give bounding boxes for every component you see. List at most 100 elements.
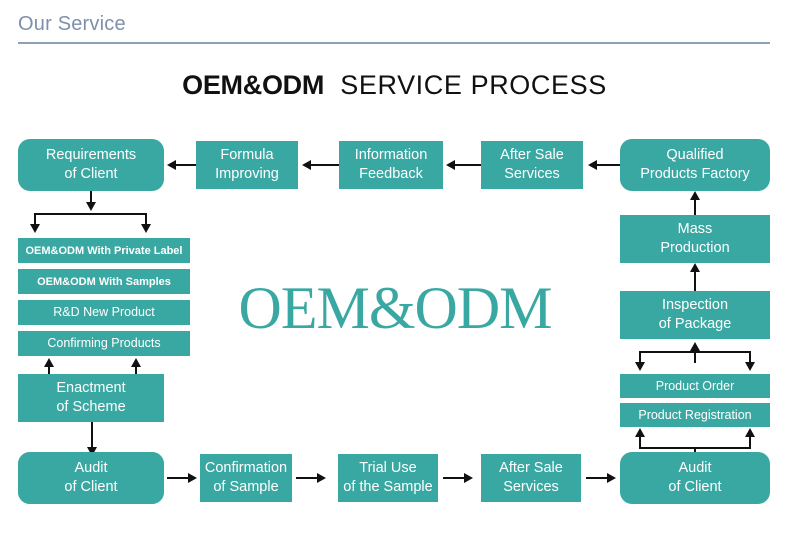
arrow-up-icon (690, 263, 700, 272)
arrow-down-icon (635, 362, 645, 371)
box-line1: Qualified (666, 147, 724, 163)
arrow-up-icon (745, 428, 755, 437)
arrow-right-icon (188, 473, 197, 483)
diagram-title-regular: SERVICE PROCESS (340, 70, 607, 100)
box-label: Product Order (655, 378, 735, 393)
box-line1: Trial Use (359, 460, 417, 476)
page-title: Our Service (18, 13, 126, 35)
box-audit-of-client-bottom-left[interactable]: Audit of Client (18, 452, 164, 504)
arrow-up-icon (44, 358, 54, 367)
box-line2: of Sample (213, 479, 279, 495)
arrow-up-icon (690, 342, 700, 351)
box-confirming-products[interactable]: Confirming Products (18, 331, 190, 356)
box-line1: Formula (220, 147, 274, 163)
connector-right-branch-b (749, 351, 751, 363)
box-line2: of Client (64, 166, 118, 182)
box-line1: Inspection (661, 297, 729, 313)
arrow-right-icon (607, 473, 616, 483)
arrow-left-icon (446, 160, 455, 170)
connector-bottom-3 (443, 477, 465, 479)
diagram-title-bold: OEM&ODM (182, 70, 325, 100)
box-line1: Information (354, 147, 428, 163)
connector-top-2 (311, 164, 339, 166)
box-label: OEM&ODM With Private Label (25, 244, 183, 257)
box-line1: After Sale (499, 460, 563, 476)
connector-bottom-4 (586, 477, 608, 479)
box-line2: of Scheme (56, 399, 126, 415)
box-line2: Improving (215, 166, 279, 182)
box-line1: Enactment (56, 380, 126, 396)
box-rd-new-product[interactable]: R&D New Product (18, 300, 190, 325)
service-process-diagram: OEM&ODM SERVICE PROCESS OEM&ODM Requirem… (0, 58, 789, 547)
box-confirmation-of-sample[interactable]: Confirmation of Sample (200, 454, 292, 502)
box-mass-production[interactable]: Mass Production (620, 215, 770, 263)
box-oem-odm-private-label[interactable]: OEM&ODM With Private Label (18, 238, 190, 263)
box-label: OEM&ODM With Samples (37, 275, 171, 288)
box-audit-of-client-bottom-right[interactable]: Audit of Client (620, 452, 770, 504)
box-line1: Confirmation (204, 460, 288, 476)
arrow-up-icon (131, 358, 141, 367)
box-trial-use-of-the-sample[interactable]: Trial Use of the Sample (338, 454, 438, 502)
connector-right-up-b (749, 437, 751, 449)
arrow-right-icon (464, 473, 473, 483)
box-formula-improving[interactable]: Formula Improving (196, 141, 298, 189)
page-header: Our Service (18, 10, 770, 44)
box-line2: Services (504, 166, 560, 182)
connector-right-up-a (639, 437, 641, 449)
arrow-right-icon (317, 473, 326, 483)
box-qualified-products-factory[interactable]: Qualified Products Factory (620, 139, 770, 191)
box-inspection-of-package[interactable]: Inspection of Package (620, 291, 770, 339)
connector-right-stem (694, 351, 696, 363)
connector-mass-to-qualified (694, 200, 696, 215)
connector-left-stem (90, 191, 92, 203)
box-line2: Products Factory (640, 166, 750, 182)
arrow-down-icon (745, 362, 755, 371)
arrow-up-icon (690, 191, 700, 200)
connector-enactment-to-audit (91, 422, 93, 448)
connector-left-bracket (34, 213, 147, 215)
box-product-registration[interactable]: Product Registration (620, 403, 770, 427)
arrow-down-icon (87, 447, 97, 456)
box-line2: Services (503, 479, 559, 495)
box-label: Confirming Products (47, 336, 161, 350)
arrow-left-icon (588, 160, 597, 170)
box-line1: After Sale (500, 147, 564, 163)
box-after-sale-services-top[interactable]: After Sale Services (481, 141, 583, 189)
box-line2: of Package (658, 316, 732, 332)
box-product-order[interactable]: Product Order (620, 374, 770, 398)
connector-inspection-to-mass (694, 272, 696, 291)
box-label: Product Registration (638, 407, 752, 422)
box-line2: of Client (64, 479, 118, 495)
box-oem-odm-with-samples[interactable]: OEM&ODM With Samples (18, 269, 190, 294)
connector-top-1 (176, 164, 196, 166)
connector-left-up-a (48, 367, 50, 379)
diagram-title: OEM&ODM SERVICE PROCESS (0, 70, 789, 101)
connector-left-branch-b (145, 213, 147, 225)
watermark-oem-odm: OEM&ODM (238, 275, 552, 341)
arrow-down-icon (141, 224, 151, 233)
box-line1: Audit (74, 460, 108, 476)
box-line2: Production (660, 240, 730, 256)
box-line1: Audit (678, 460, 712, 476)
arrow-down-icon (30, 224, 40, 233)
connector-right-bracket (639, 351, 751, 353)
connector-bottom-2 (296, 477, 318, 479)
box-enactment-of-scheme[interactable]: Enactment of Scheme (18, 374, 164, 422)
box-line2: of Client (668, 479, 722, 495)
box-line2: Feedback (359, 166, 423, 182)
arrow-left-icon (167, 160, 176, 170)
box-requirements-of-client[interactable]: Requirements of Client (18, 139, 164, 191)
box-after-sale-services-bottom[interactable]: After Sale Services (481, 454, 581, 502)
box-line2: of the Sample (343, 479, 433, 495)
connector-left-up-b (135, 367, 137, 379)
box-information-feedback[interactable]: Information Feedback (339, 141, 443, 189)
arrow-left-icon (302, 160, 311, 170)
connector-left-branch-a (34, 213, 36, 225)
connector-bottom-1 (167, 477, 189, 479)
header-divider (18, 42, 770, 44)
box-label: R&D New Product (53, 305, 155, 319)
arrow-down-icon (86, 202, 96, 211)
connector-right-branch-a (639, 351, 641, 363)
arrow-up-icon (635, 428, 645, 437)
